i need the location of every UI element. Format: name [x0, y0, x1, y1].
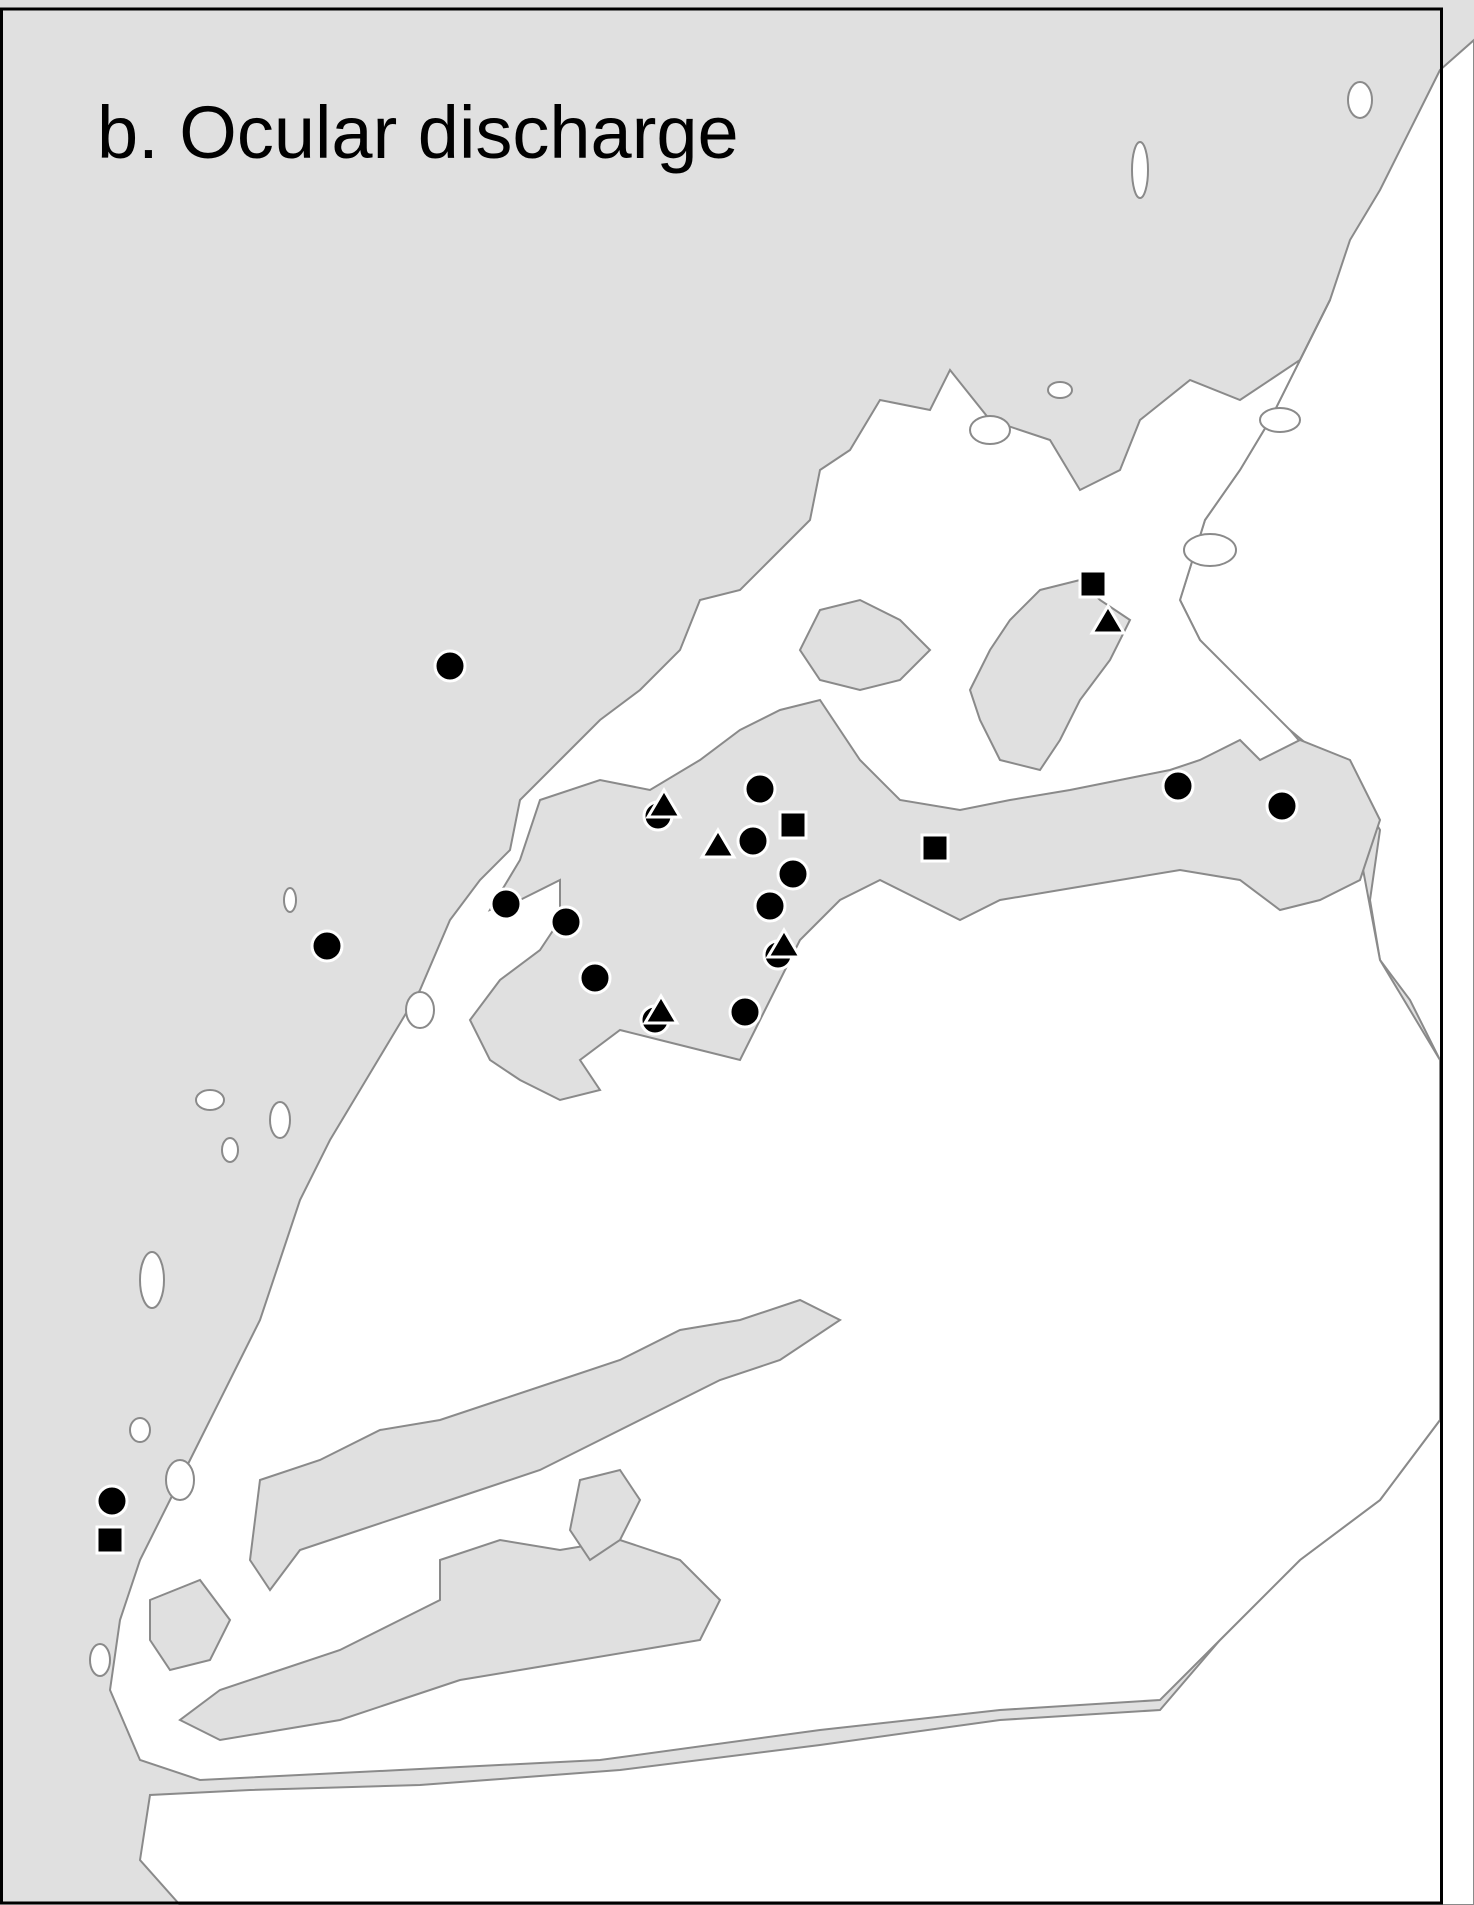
island	[1047, 381, 1073, 399]
markers	[95, 569, 1299, 1555]
marker-circle	[728, 995, 762, 1029]
marker-circle	[433, 649, 467, 683]
island	[969, 415, 1011, 445]
fjord-north	[798, 598, 932, 692]
map-title: b. Ocular discharge	[97, 91, 739, 174]
marker-triangle	[645, 787, 683, 819]
map-border	[0, 7, 1443, 1905]
marker-triangle	[765, 927, 803, 959]
island	[283, 887, 297, 913]
island	[221, 1137, 239, 1163]
fjords	[149, 578, 1382, 1742]
island	[405, 991, 435, 1029]
marker-triangle	[642, 993, 680, 1025]
marker-circle	[95, 1484, 129, 1518]
marker-circle	[578, 961, 612, 995]
marker-circle	[310, 929, 344, 963]
island	[129, 1417, 151, 1443]
island	[89, 1643, 111, 1677]
marker-square	[1078, 569, 1108, 599]
island	[195, 1089, 225, 1111]
marker-circle	[1161, 769, 1195, 803]
marker-square	[95, 1525, 125, 1555]
marker-circle	[743, 772, 777, 806]
island	[1183, 533, 1237, 567]
marker-circle	[549, 905, 583, 939]
marker-triangle	[699, 827, 737, 859]
island	[1131, 141, 1149, 199]
fjord-southwest-1	[248, 1298, 842, 1592]
island	[1347, 81, 1373, 119]
island	[165, 1459, 195, 1501]
marker-circle	[776, 857, 810, 891]
fjord-northeast	[968, 578, 1132, 772]
island	[1259, 407, 1301, 433]
fjord-southwest-2	[178, 1538, 722, 1742]
fjord-central	[468, 698, 1382, 1102]
marker-circle	[736, 824, 770, 858]
islands	[89, 81, 1373, 1677]
marker-triangle	[1089, 603, 1127, 635]
island	[269, 1101, 291, 1139]
marker-circle	[489, 887, 523, 921]
marker-square	[778, 810, 808, 840]
marker-circle	[1265, 789, 1299, 823]
fjord-southwest-3	[568, 1468, 642, 1562]
marker-square	[920, 833, 950, 863]
marker-circle	[753, 889, 787, 923]
fjord-far-south	[149, 1578, 232, 1672]
island	[139, 1251, 165, 1309]
